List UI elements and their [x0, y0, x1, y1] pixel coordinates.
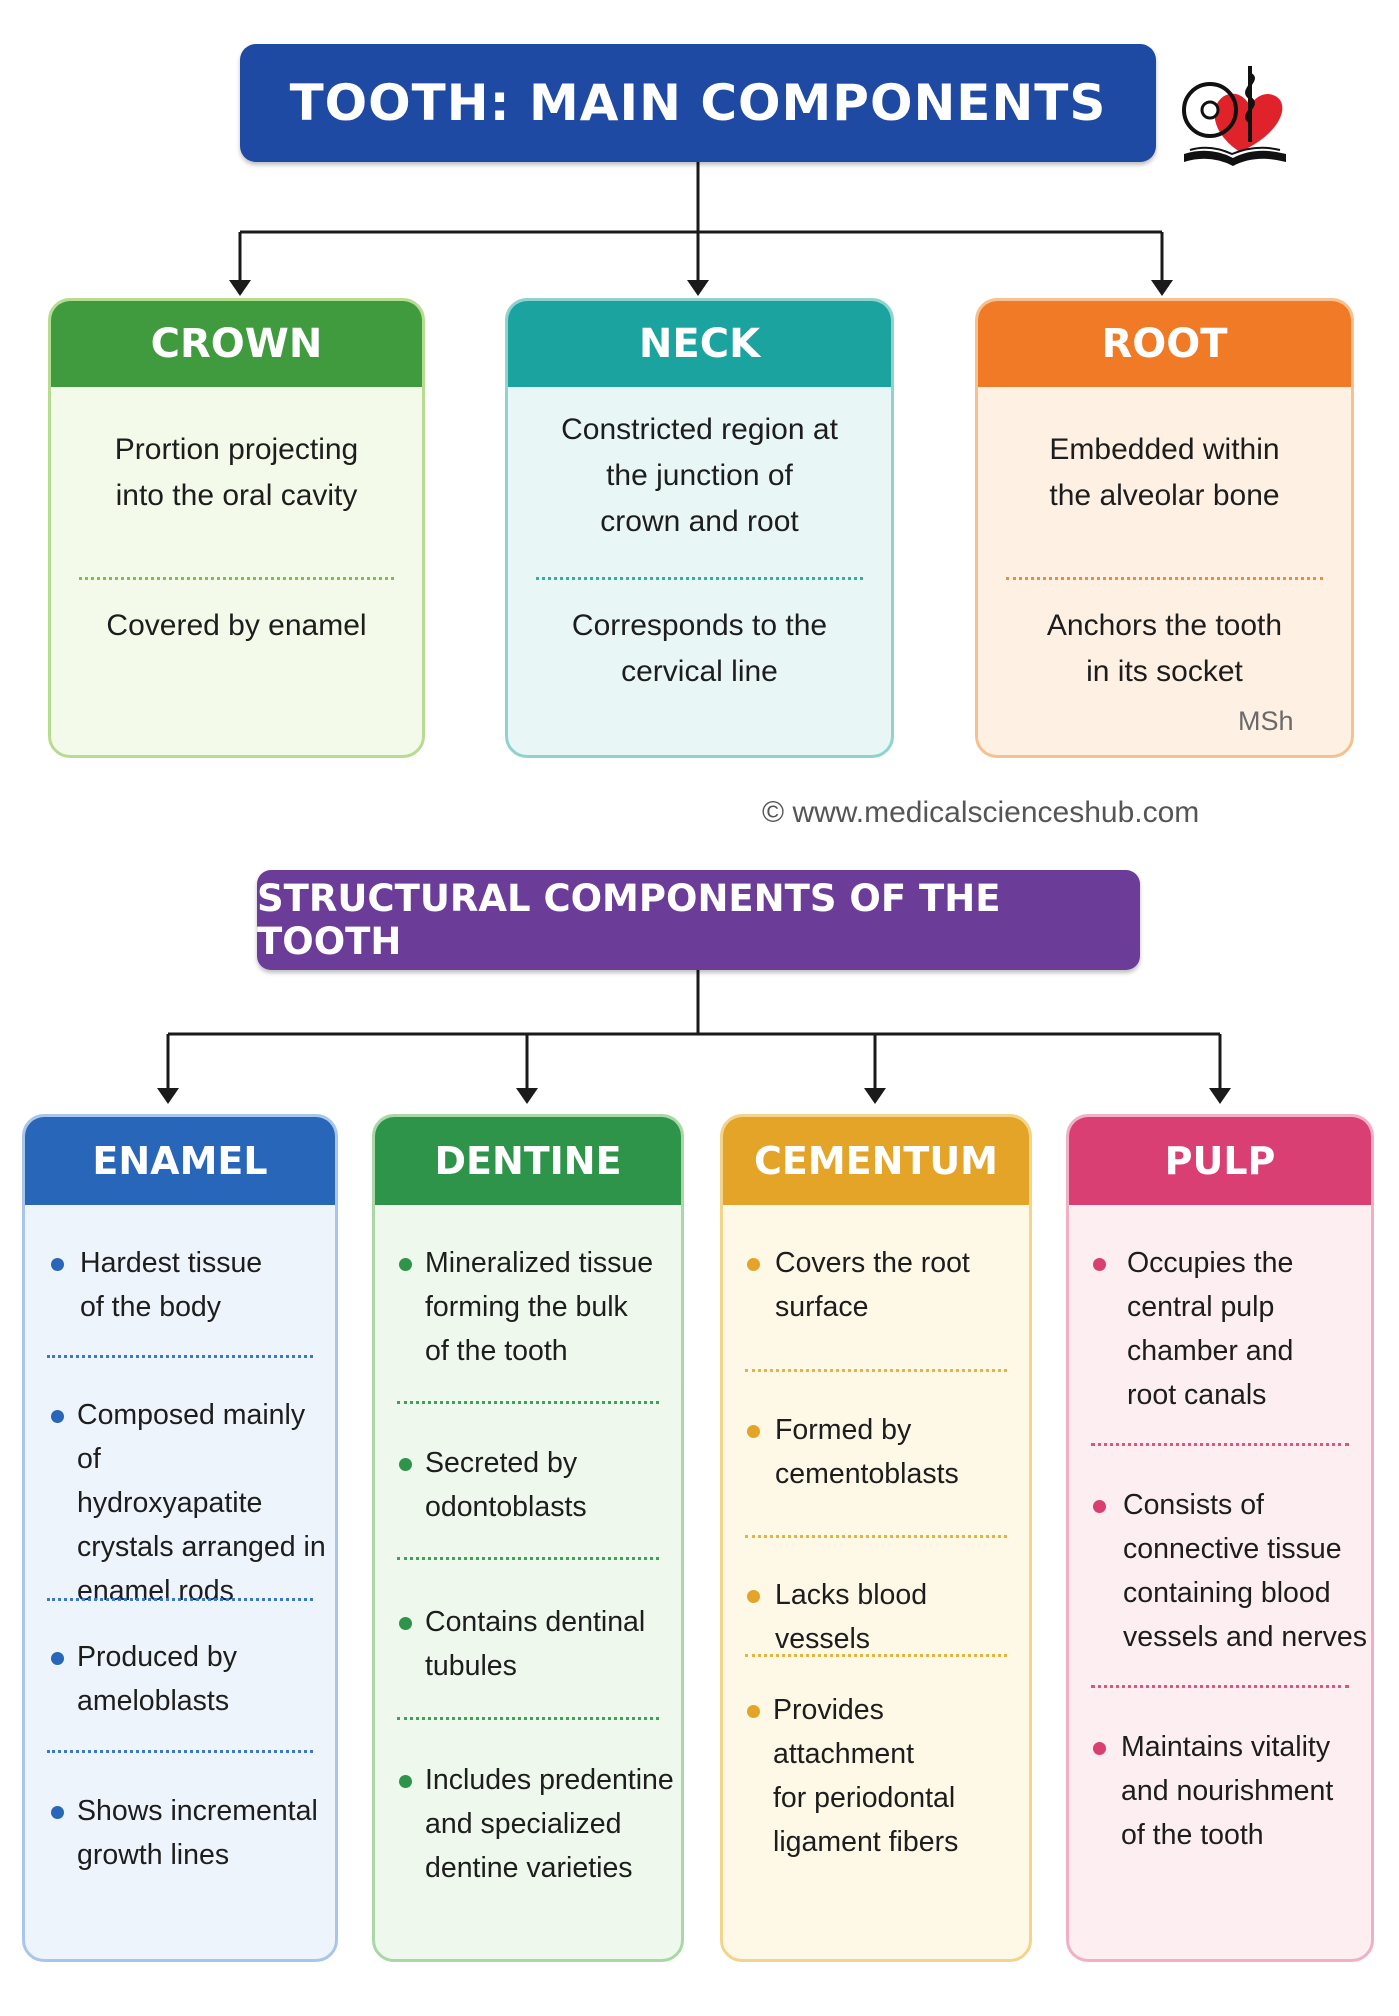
divider [397, 1401, 659, 1404]
website-credit: © www.medicalscienceshub.com [762, 796, 1200, 829]
bullet-icon [1093, 1500, 1106, 1513]
bullet-icon [51, 1410, 64, 1423]
list-item: Maintains vitality and nourishment of th… [1121, 1731, 1334, 1851]
list-item: Provides attachment for periodontal liga… [773, 1694, 959, 1858]
bullet-icon [747, 1425, 760, 1438]
list-item: Occupies the central pulp chamber and ro… [1127, 1247, 1294, 1411]
divider [47, 1750, 313, 1753]
crown-description: Prortion projecting into the oral cavity [114, 433, 359, 512]
divider [397, 1557, 659, 1560]
card-pulp: PULP Occupies the central pulp chamber a… [1066, 1114, 1374, 1962]
medical-heart-logo-icon [1182, 66, 1286, 166]
card-crown-header: CROWN [51, 301, 422, 387]
divider [1091, 1685, 1349, 1688]
list-item: Produced by ameloblasts [77, 1641, 238, 1717]
watermark: MSh [1238, 706, 1294, 736]
card-cementum-header: CEMENTUM [723, 1117, 1029, 1205]
divider [47, 1598, 313, 1601]
list-item: Hardest tissue of the body [80, 1247, 263, 1323]
bullet-icon [747, 1590, 760, 1603]
divider [1006, 577, 1323, 580]
bullet-icon [747, 1705, 760, 1718]
list-item: Mineralized tissue forming the bulk of t… [425, 1247, 654, 1367]
bullet-icon [51, 1258, 64, 1271]
list-item: Contains dentinal tubules [425, 1606, 646, 1682]
page-title: TOOTH: MAIN COMPONENTS [240, 44, 1156, 162]
bullet-icon [1093, 1258, 1106, 1271]
bullet-icon [399, 1617, 412, 1630]
divider [745, 1535, 1007, 1538]
card-crown: CROWN Prortion projecting into the oral … [48, 298, 425, 758]
crown-covering: Covered by enamel [106, 609, 367, 642]
bullet-icon [399, 1458, 412, 1471]
card-root: ROOT Embedded within the alveolar bone A… [975, 298, 1354, 758]
divider [47, 1355, 313, 1358]
bullet-icon [1093, 1742, 1106, 1755]
card-cementum: CEMENTUM Covers the root surface Formed … [720, 1114, 1032, 1962]
card-dentine-header: DENTINE [375, 1117, 681, 1205]
neck-cervical-line: Corresponds to the cervical line [571, 609, 828, 688]
list-item: Formed by cementoblasts [775, 1414, 959, 1490]
list-item: Shows incremental growth lines [77, 1795, 318, 1871]
root-anchoring: Anchors the tooth in its socket [1046, 609, 1283, 688]
card-dentine: DENTINE Mineralized tissue forming the b… [372, 1114, 684, 1962]
list-item: Composed mainly of hydroxyapatite crysta… [77, 1399, 326, 1607]
divider [1091, 1443, 1349, 1446]
divider [745, 1369, 1007, 1372]
list-item: Covers the root surface [775, 1247, 970, 1323]
list-item: Consists of connective tissue containing… [1123, 1489, 1367, 1653]
card-pulp-header: PULP [1069, 1117, 1371, 1205]
card-enamel-header: ENAMEL [25, 1117, 335, 1205]
bullet-icon [399, 1775, 412, 1788]
divider [745, 1654, 1007, 1657]
structural-title: STRUCTURAL COMPONENTS OF THE TOOTH [257, 870, 1140, 970]
root-description: Embedded within the alveolar bone [1049, 433, 1280, 512]
divider [397, 1717, 659, 1720]
bullet-icon [747, 1258, 760, 1271]
list-item: Secreted by odontoblasts [425, 1447, 587, 1523]
neck-description: Constricted region at the junction of cr… [561, 413, 838, 538]
bullet-icon [51, 1652, 64, 1665]
card-neck: NECK Constricted region at the junction … [505, 298, 894, 758]
card-enamel: ENAMEL Hardest tissue of the body Compos… [22, 1114, 338, 1962]
list-item: Includes predentine and specialized dent… [425, 1764, 674, 1884]
divider [79, 577, 394, 580]
bullet-icon [399, 1258, 412, 1271]
card-root-header: ROOT [978, 301, 1351, 387]
bullet-icon [51, 1806, 64, 1819]
list-item: Lacks blood vessels [775, 1579, 928, 1655]
divider [536, 577, 863, 580]
card-neck-header: NECK [508, 301, 891, 387]
